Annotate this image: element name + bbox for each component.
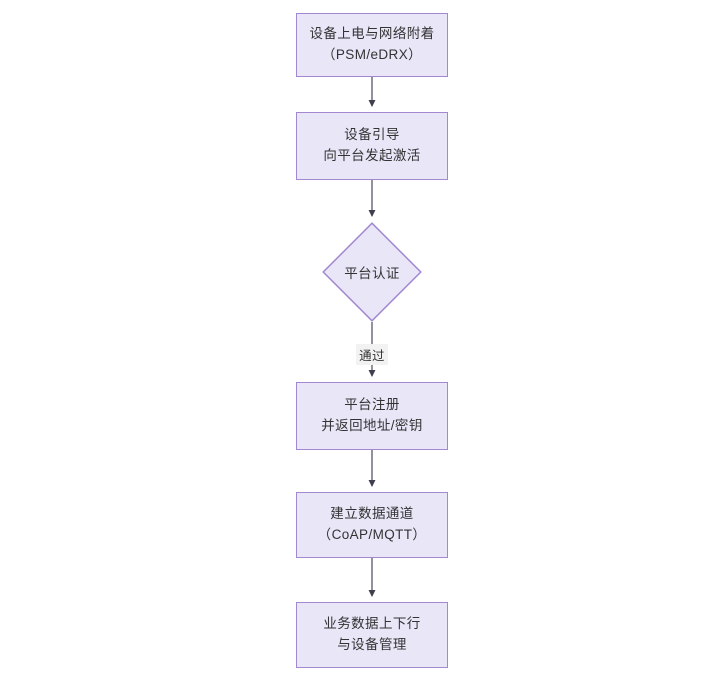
- node-line: 向平台发起激活: [323, 148, 421, 163]
- node-line: 建立数据通道: [330, 506, 414, 522]
- node-line: （PSM/eDRX）: [321, 47, 423, 62]
- node-platform-authentication[interactable]: 平台认证: [322, 222, 422, 322]
- node-line: 平台注册: [344, 397, 400, 413]
- node-line: 平台认证: [344, 266, 400, 281]
- node-device-power-on[interactable]: 设备上电与网络附着 （PSM/eDRX）: [296, 13, 448, 77]
- node-platform-registration[interactable]: 平台注册 并返回地址/密钥: [296, 382, 448, 450]
- node-business-data-and-device-management[interactable]: 业务数据上下行 与设备管理: [296, 602, 448, 668]
- node-line: （CoAP/MQTT）: [317, 527, 427, 542]
- node-line: 设备上电与网络附着: [309, 26, 435, 42]
- node-establish-data-channel[interactable]: 建立数据通道 （CoAP/MQTT）: [296, 492, 448, 558]
- diamond-shape-icon: [322, 222, 422, 322]
- node-line: 业务数据上下行: [323, 616, 421, 632]
- node-device-bootstrap[interactable]: 设备引导 向平台发起激活: [296, 112, 448, 180]
- edge-label-pass: 通过: [356, 344, 388, 365]
- node-line: 设备引导: [344, 127, 400, 143]
- node-line: 与设备管理: [337, 637, 407, 652]
- node-line: 并返回地址/密钥: [321, 418, 423, 433]
